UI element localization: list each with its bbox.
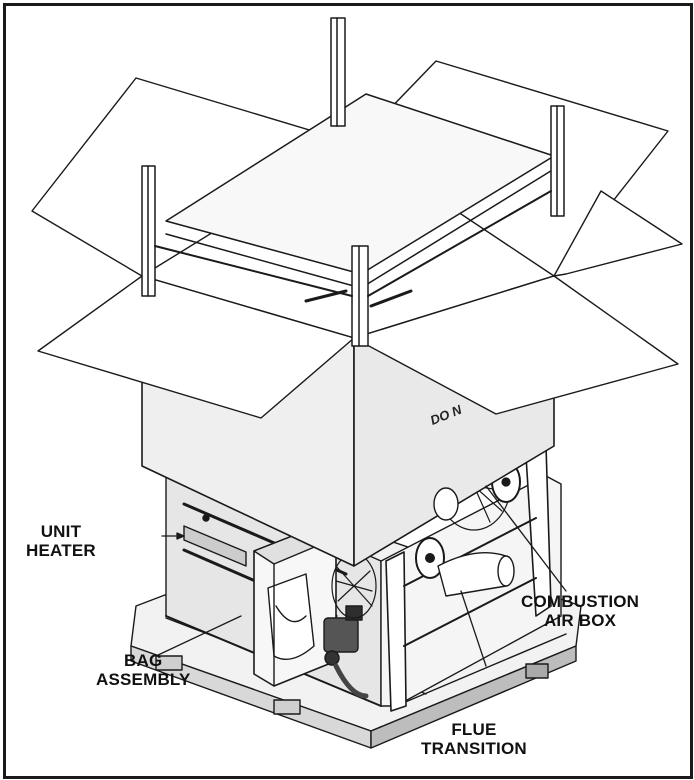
label-bag-assembly: BAG ASSEMBLY	[96, 651, 191, 689]
figure-frame: DO N UNIT HEATER BAG ASSEMBLY COMBUSTION…	[3, 3, 693, 779]
leader-lines	[155, 485, 567, 667]
label-unit-heater: UNIT HEATER	[26, 522, 96, 560]
fan-hub-front	[415, 537, 445, 579]
corner-posts	[141, 17, 565, 347]
label-combustion-air-box: COMBUSTION AIR BOX	[521, 592, 640, 630]
unit-top-inside	[165, 93, 555, 308]
gas-valve-assembly	[323, 605, 369, 699]
heater-crate-drawing	[31, 17, 683, 749]
label-flue-transition: FLUE TRANSITION	[421, 720, 527, 758]
flue-transition	[437, 551, 515, 597]
